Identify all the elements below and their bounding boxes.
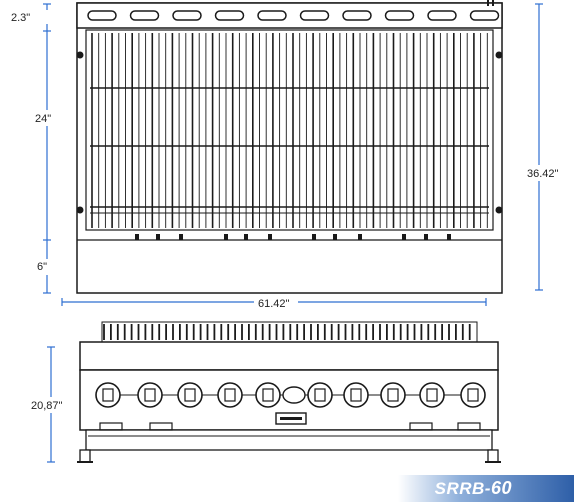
front-tab — [402, 234, 406, 240]
rail-slot — [129, 10, 160, 21]
rail-slot — [469, 10, 500, 21]
rail-slot — [257, 10, 287, 21]
tray-bracket — [409, 422, 433, 431]
knob-handle — [350, 388, 362, 402]
tray-bracket — [149, 422, 173, 431]
front-tab — [358, 234, 362, 240]
front-tab — [179, 234, 183, 240]
grate-area — [85, 29, 494, 231]
knob-handle — [144, 388, 156, 402]
rail-slot — [427, 10, 457, 21]
rail-slot — [384, 10, 415, 21]
dim-base-height: 6" — [37, 261, 47, 273]
knob-handle — [314, 388, 326, 402]
front-view — [77, 321, 501, 463]
dim-front-height: 20,87" — [31, 400, 63, 412]
label-bg — [27, 10, 53, 24]
back-rail-slots — [87, 10, 500, 21]
drip-tray — [85, 429, 493, 451]
dim-overall-depth: 36.42" — [527, 168, 559, 180]
knob-handle — [184, 388, 196, 402]
front-tab — [333, 234, 337, 240]
front-body — [79, 341, 499, 371]
dim-top-height: 2.3" — [11, 12, 30, 24]
grate-bars — [91, 33, 488, 228]
front-tab — [244, 234, 248, 240]
front-tab — [424, 234, 428, 240]
dim-overall-width: 61.42" — [258, 298, 290, 310]
side-knob — [495, 206, 503, 214]
label-bg — [525, 165, 571, 181]
label-bg — [254, 296, 298, 310]
front-tab — [156, 234, 160, 240]
top-view — [76, 0, 503, 294]
side-knob — [76, 206, 84, 214]
model-label: SRRB-60 — [435, 478, 512, 499]
knob-handle — [426, 388, 438, 402]
label-bg — [30, 397, 74, 413]
side-knob — [76, 51, 84, 59]
knob-handle — [387, 388, 399, 402]
knob-handle — [262, 388, 274, 402]
side-knob — [495, 51, 503, 59]
front-tab — [447, 234, 451, 240]
tray-bracket — [99, 422, 123, 431]
tray-bracket — [457, 422, 481, 431]
knob-handle — [467, 388, 479, 402]
control-knobs — [95, 382, 486, 408]
front-tabs — [135, 234, 451, 240]
model-suffix: 60 — [490, 478, 512, 498]
front-grate-teeth — [103, 324, 471, 340]
front-tab — [224, 234, 228, 240]
knob-handle — [224, 388, 236, 402]
front-tab — [312, 234, 316, 240]
leg-right — [487, 449, 499, 463]
rail-slot — [214, 10, 245, 21]
dim-grate-height: 24" — [35, 113, 51, 125]
model-badge: SRRB-60 — [398, 475, 574, 502]
center-badge — [282, 386, 306, 404]
model-prefix: SRRB- — [434, 479, 491, 498]
rail-slot — [299, 10, 330, 21]
front-tab — [268, 234, 272, 240]
rail-slot — [342, 10, 372, 21]
label-bg — [33, 110, 59, 126]
label-bg — [33, 259, 59, 275]
rail-slot — [87, 10, 117, 21]
front-tab — [135, 234, 139, 240]
rail-slot — [172, 10, 202, 21]
knob-handle — [102, 388, 114, 402]
leg-left — [79, 449, 91, 463]
